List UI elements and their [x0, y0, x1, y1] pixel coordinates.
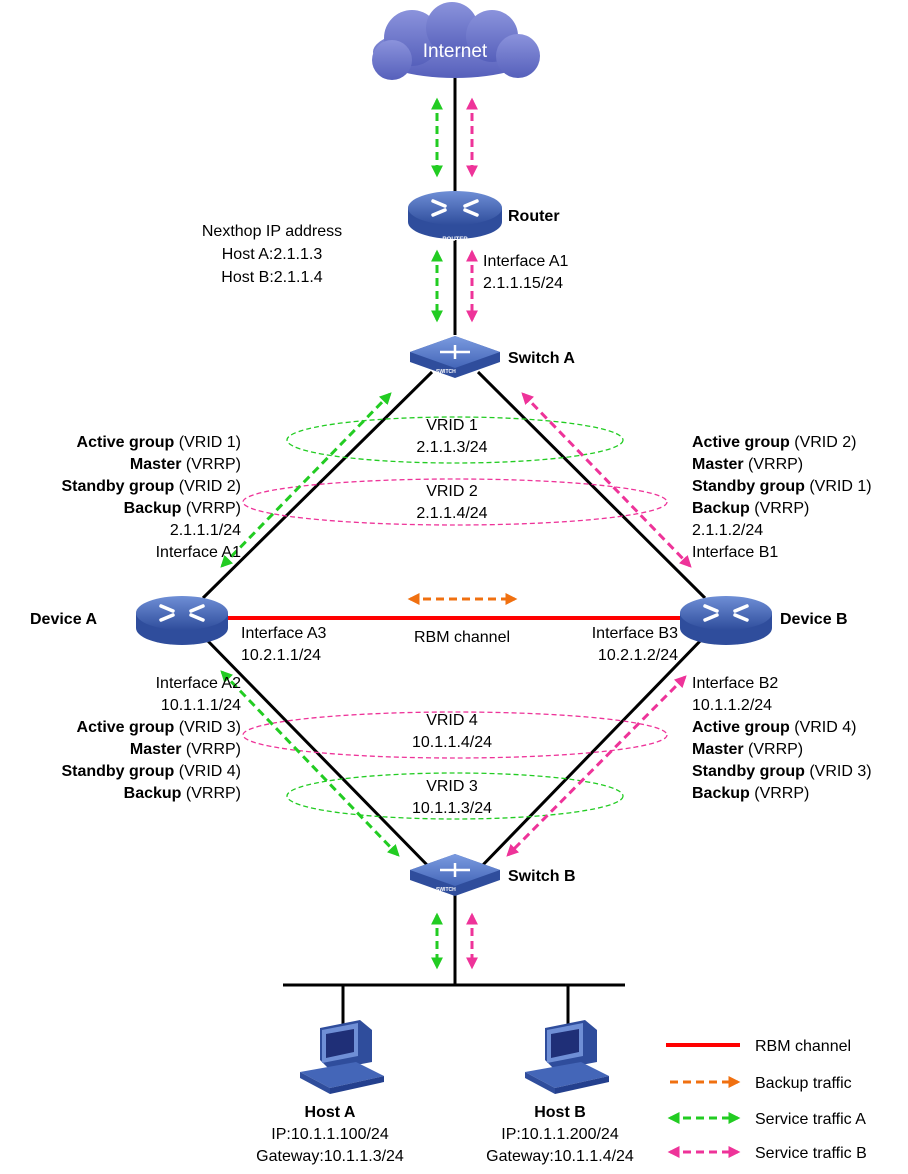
vrid2-ip: 2.1.1.4/24 [416, 505, 487, 522]
switch-b-label: Switch B [508, 868, 576, 885]
device-b-role-line: Master (VRRP) [692, 741, 803, 758]
device-b-role-line: Active group (VRID 2) [692, 434, 856, 451]
link-device-b-switch-b [476, 634, 707, 872]
vrid3-name: VRID 3 [426, 778, 478, 795]
router-interface-ip: 2.1.1.15/24 [483, 275, 563, 292]
vrid1-ip: 2.1.1.3/24 [416, 439, 487, 456]
legend-label: Backup traffic [755, 1075, 852, 1092]
device-b-label: Device B [780, 611, 848, 628]
device-b-b2-ip: 10.1.1.2/24 [692, 697, 772, 714]
device-a-role-line: Active group (VRID 1) [77, 434, 241, 451]
host-a-name: Host A [305, 1104, 356, 1121]
router-label: Router [508, 208, 560, 225]
device-b-b3-interface: Interface B3 [592, 625, 678, 642]
device-b-icon [680, 596, 772, 645]
host-b-computer-icon [525, 1020, 609, 1094]
host-a-computer-icon [300, 1020, 384, 1094]
vrid1-name: VRID 1 [426, 417, 478, 434]
device-b-uplink-interface: Interface B1 [692, 544, 778, 561]
device-b-b3-ip: 10.2.1.2/24 [598, 647, 678, 664]
host-b-name: Host B [534, 1104, 586, 1121]
host-a-gateway: Gateway:10.1.1.3/24 [256, 1148, 404, 1165]
host-b-gateway: Gateway:10.1.1.4/24 [486, 1148, 634, 1165]
host-b-ip: IP:10.1.1.200/24 [501, 1126, 619, 1143]
service-a-arrow-lower [220, 670, 400, 857]
device-a-upper-roles: Active group (VRID 1) Master (VRRP) Stan… [61, 434, 241, 517]
switch-a-icon-text: SWITCH [436, 369, 456, 375]
rbm-channel-label: RBM channel [414, 629, 510, 646]
service-b-arrow-lower [506, 675, 687, 857]
internet-cloud: Internet [372, 2, 540, 80]
vrid4-name: VRID 4 [426, 712, 478, 729]
device-a-icon [136, 596, 228, 645]
switch-b-icon-text: SWITCH [436, 887, 456, 893]
host-a-ip: IP:10.1.1.100/24 [271, 1126, 389, 1143]
internet-label: Internet [423, 41, 488, 62]
device-a-role-line: Master (VRRP) [130, 741, 241, 758]
device-a-role-line: Backup (VRRP) [124, 500, 241, 517]
device-a-uplink-ip: 2.1.1.1/24 [170, 522, 241, 539]
device-a-a3-interface: Interface A3 [241, 625, 326, 642]
switch-a-label: Switch A [508, 350, 575, 367]
device-a-lower-roles: Active group (VRID 3) Master (VRRP) Stan… [61, 719, 241, 802]
service-a-arrow-upper [220, 392, 392, 568]
device-b-role-line: Standby group (VRID 3) [692, 763, 872, 780]
device-b-upper-roles: Active group (VRID 2) Master (VRRP) Stan… [692, 434, 872, 517]
device-a-a2-interface: Interface A2 [156, 675, 241, 692]
device-b-role-line: Standby group (VRID 1) [692, 478, 872, 495]
router-icon: ROUTER [408, 191, 502, 243]
router-interface-label: Interface A1 [483, 253, 568, 270]
legend-label: Service traffic A [755, 1111, 866, 1128]
router-icon-text: ROUTER [442, 237, 468, 243]
device-b-role-line: Backup (VRRP) [692, 785, 809, 802]
vrid2-name: VRID 2 [426, 483, 478, 500]
device-a-role-line: Active group (VRID 3) [77, 719, 241, 736]
device-a-role-line: Master (VRRP) [130, 456, 241, 473]
device-b-b2-interface: Interface B2 [692, 675, 778, 692]
device-a-a3-ip: 10.2.1.1/24 [241, 647, 321, 664]
service-b-arrow-upper [521, 392, 692, 568]
legend-label: Service traffic B [755, 1145, 867, 1162]
device-b-uplink-ip: 2.1.1.2/24 [692, 522, 763, 539]
nexthop-host-b: Host B:2.1.1.4 [221, 269, 322, 286]
device-a-a2-ip: 10.1.1.1/24 [161, 697, 241, 714]
vrid4-ip: 10.1.1.4/24 [412, 734, 492, 751]
device-a-label: Device A [30, 611, 97, 628]
nexthop-host-a: Host A:2.1.1.3 [222, 246, 323, 263]
device-b-lower-roles: Active group (VRID 4) Master (VRRP) Stan… [692, 719, 872, 802]
switch-a-icon: SWITCH [410, 336, 500, 378]
device-b-role-line: Master (VRRP) [692, 456, 803, 473]
nexthop-title: Nexthop IP address [202, 223, 342, 240]
vrid3-ip: 10.1.1.3/24 [412, 800, 492, 817]
device-a-uplink-interface: Interface A1 [156, 544, 241, 561]
device-b-role-line: Active group (VRID 4) [692, 719, 856, 736]
device-b-role-line: Backup (VRRP) [692, 500, 809, 517]
switch-b-icon: SWITCH [410, 854, 500, 896]
traffic-arrows [220, 97, 692, 970]
device-a-role-line: Standby group (VRID 4) [61, 763, 241, 780]
legend: RBM channel Backup traffic Service traff… [666, 1038, 867, 1162]
legend-label: RBM channel [755, 1038, 851, 1055]
device-a-role-line: Standby group (VRID 2) [61, 478, 241, 495]
device-a-role-line: Backup (VRRP) [124, 785, 241, 802]
